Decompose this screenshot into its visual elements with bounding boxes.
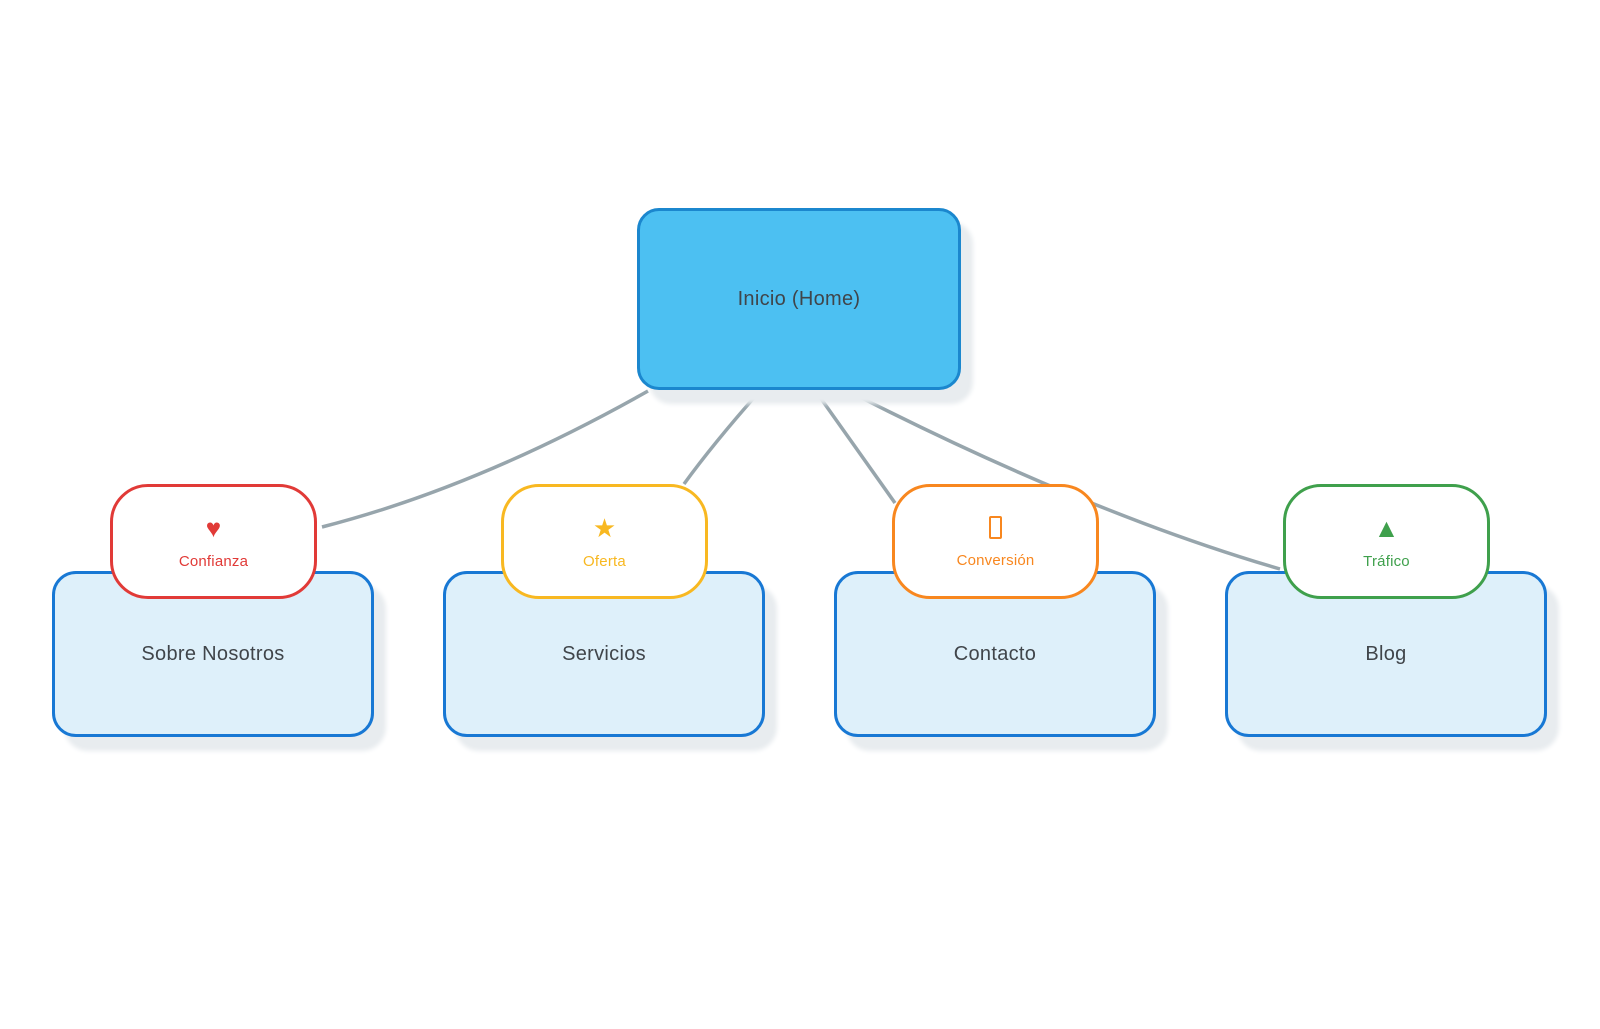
badge-oferta: ★ Oferta [501,484,708,599]
node-inicio-home: Inicio (Home) [637,208,961,390]
badge-trafico-label: Tráfico [1363,552,1410,570]
connector-inicio-conversion [815,391,897,505]
badge-confianza: ♥ Confianza [110,484,317,599]
triangle-up-icon: ▲ [1373,512,1400,543]
star-icon: ★ [592,512,617,543]
connector-inicio-oferta [682,390,761,486]
badge-conversion: Conversión [892,484,1099,599]
heart-icon: ♥ [205,512,222,543]
node-sobre-nosotros-label: Sobre Nosotros [141,642,285,665]
node-contacto: Contacto [834,571,1156,737]
connector-inicio-confianza [321,389,649,529]
badge-trafico: ▲ Tráfico [1283,484,1490,599]
node-contacto-label: Contacto [953,642,1037,665]
node-servicios-label: Servicios [562,642,646,665]
node-blog-label: Blog [1365,642,1407,665]
missing-glyph-icon [989,516,1002,539]
badge-confianza-label: Confianza [178,552,249,570]
badge-conversion-label: Conversión [956,552,1035,569]
node-inicio-home-label: Inicio (Home) [737,287,861,310]
badge-oferta-label: Oferta [583,552,626,570]
